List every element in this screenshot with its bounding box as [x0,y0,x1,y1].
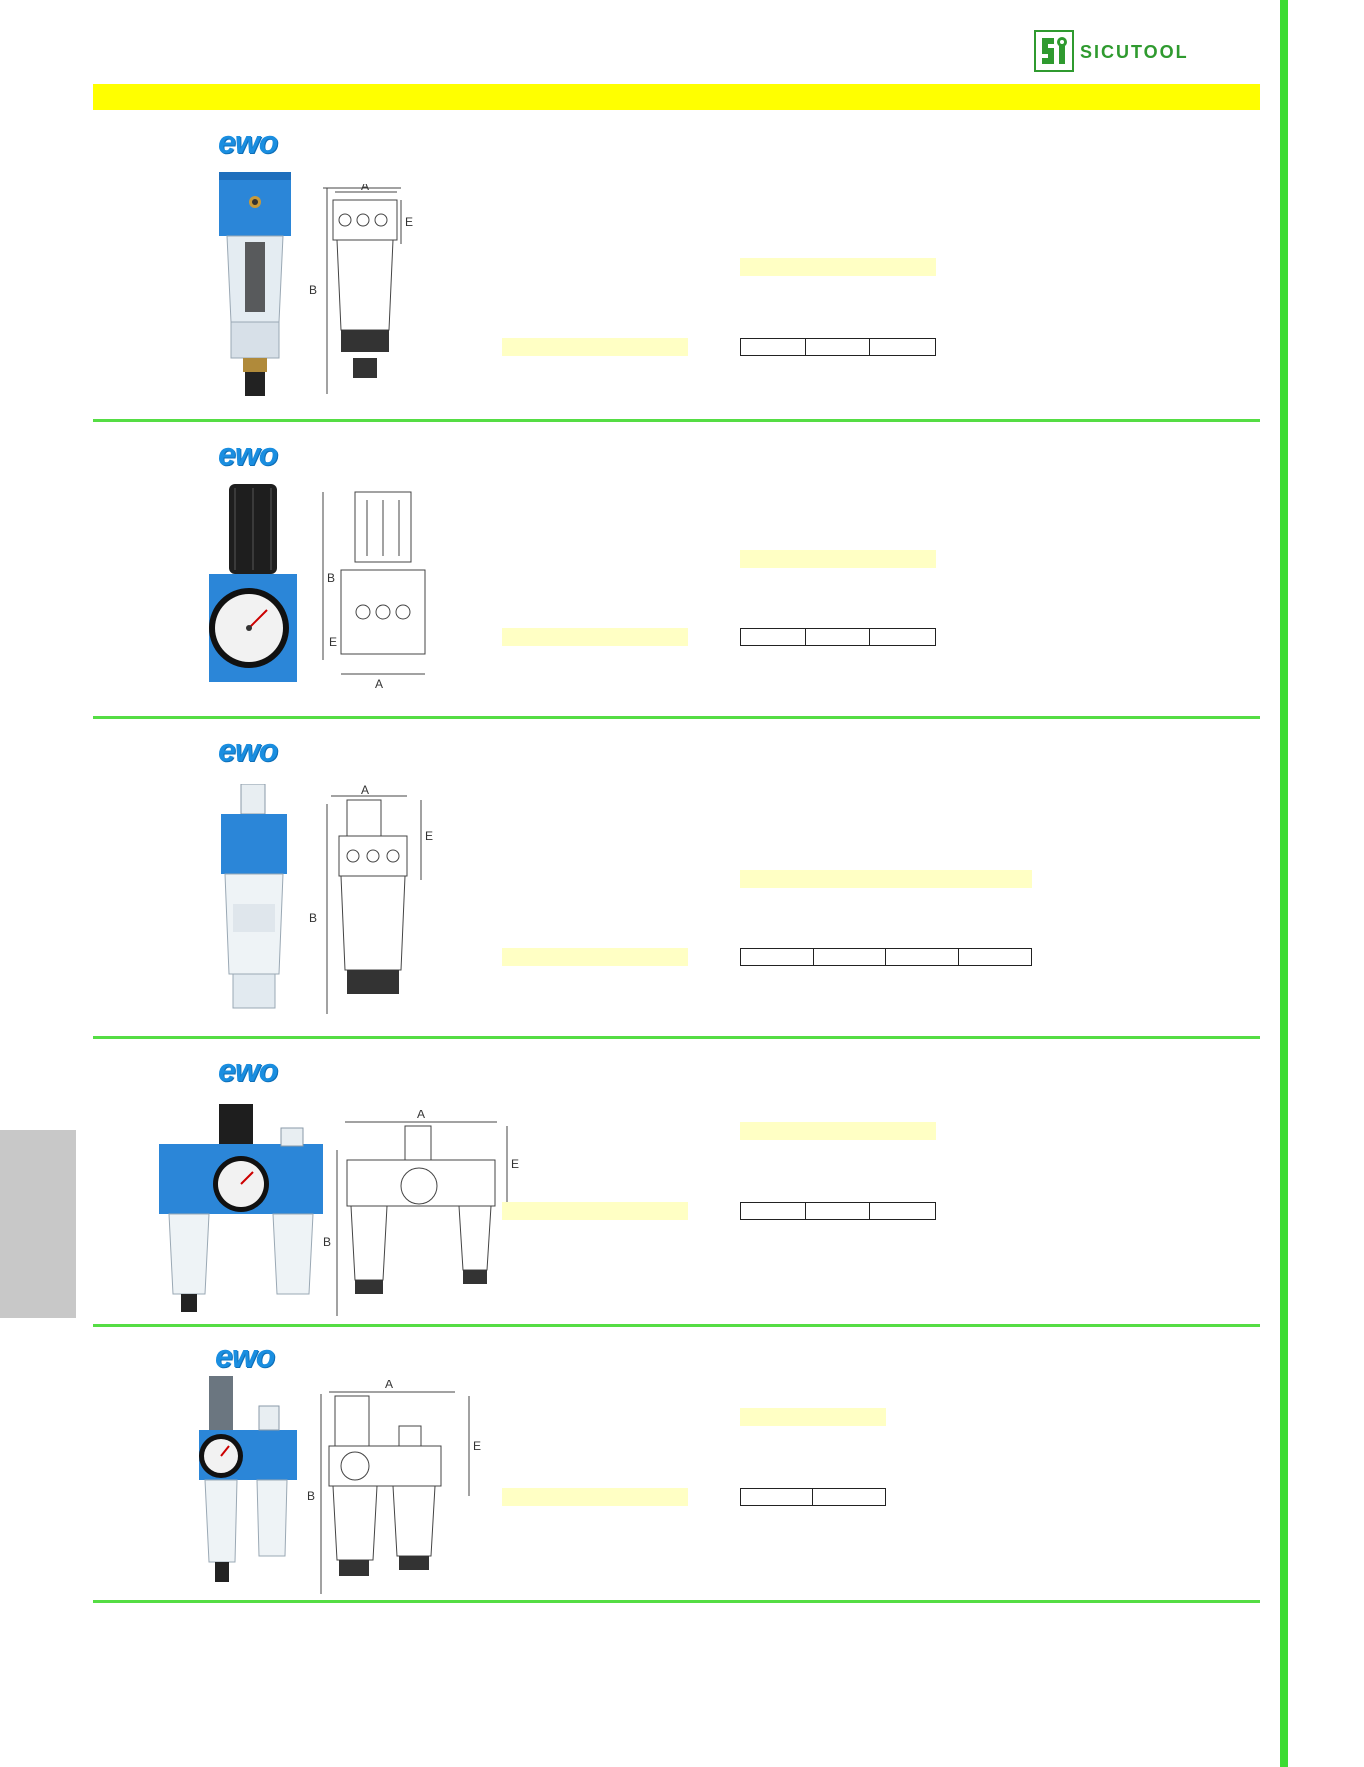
spec-cell [870,629,935,645]
sicutool-wrench-logo-icon [1034,30,1074,72]
spec-table [740,1202,936,1220]
spec-cell [806,1203,871,1219]
spec-cell [741,1203,806,1219]
spec-cell [741,629,806,645]
spec-cell [814,949,886,965]
dimension-label-a: A [361,184,369,193]
ewo-brand-logo: ewo [218,1052,278,1088]
article-label-bar [502,338,688,356]
dimension-label-b: B [327,571,335,585]
spec-table [740,948,1032,966]
frl-unit-dimension-drawing: A E B [323,1110,519,1316]
spec-label-bar [740,550,936,568]
section-divider [93,716,1260,719]
spec-table [740,1488,886,1506]
ewo-brand-logo: ewo [218,124,278,160]
dimension-label-b: B [323,1235,331,1249]
dimension-label-e: E [511,1157,519,1171]
dimension-label-e: E [329,635,337,649]
lubricator-photo [221,784,287,1009]
product-section-filter: ewo A E B [93,120,1260,422]
spec-cell [806,629,871,645]
logo-wordmark: SICUTOOL [1080,42,1189,62]
article-label-bar [502,628,688,646]
spec-cell [741,339,806,355]
spec-cell [813,1489,885,1505]
filter-dimension-drawing: A E B [309,184,413,394]
spec-label-bar [740,870,1032,888]
dimension-label-b: B [307,1489,315,1503]
spec-cell [870,339,935,355]
frl-compact-photo [199,1376,297,1582]
lubricator-dimension-drawing: A E B [309,784,433,1014]
dimension-label-e: E [425,829,433,843]
article-label-bar [502,1488,688,1506]
sicutool-logo: SICUTOOL [1034,30,1224,74]
dimension-label-a: A [375,677,383,690]
dimension-label-a: A [385,1380,393,1391]
section-side-tab [0,1130,76,1318]
section-divider [93,1324,1260,1327]
header-band [93,84,1260,110]
product-section-frl-unit: ewo A E B [93,1038,1260,1328]
spec-cell [870,1203,935,1219]
section-divider [93,1600,1260,1603]
dimension-label-e: E [405,215,413,229]
product-section-regulator: ewo B E A [93,420,1260,720]
ewo-brand-logo: ewo [218,436,278,472]
right-margin-rule [1280,0,1288,1767]
spec-label-bar [740,258,936,276]
section-divider [93,419,1260,422]
frl-unit-photo [159,1104,323,1312]
spec-cell [959,949,1032,965]
filter-photo [219,172,291,396]
dimension-label-b: B [309,283,317,297]
frl-compact-dimension-drawing: A E B [307,1380,481,1594]
dimension-label-e: E [473,1439,481,1453]
dimension-label-a: A [361,784,369,797]
article-label-bar [502,948,688,966]
ewo-brand-logo: ewo [218,732,278,768]
regulator-photo [209,484,297,682]
product-section-frl-compact: ewo A E B [93,1326,1260,1604]
dimension-label-b: B [309,911,317,925]
dimension-label-a: A [417,1110,425,1121]
spec-table [740,338,936,356]
ewo-brand-logo: ewo [215,1338,275,1374]
spec-cell [806,339,871,355]
section-divider [93,1036,1260,1039]
spec-cell [886,949,959,965]
spec-label-bar [740,1408,886,1426]
article-label-bar [502,1202,688,1220]
spec-table [740,628,936,646]
product-section-lubricator: ewo A E B [93,718,1260,1040]
spec-cell [741,949,814,965]
spec-label-bar [740,1122,936,1140]
spec-cell [741,1489,813,1505]
regulator-dimension-drawing: B E A [322,491,426,690]
